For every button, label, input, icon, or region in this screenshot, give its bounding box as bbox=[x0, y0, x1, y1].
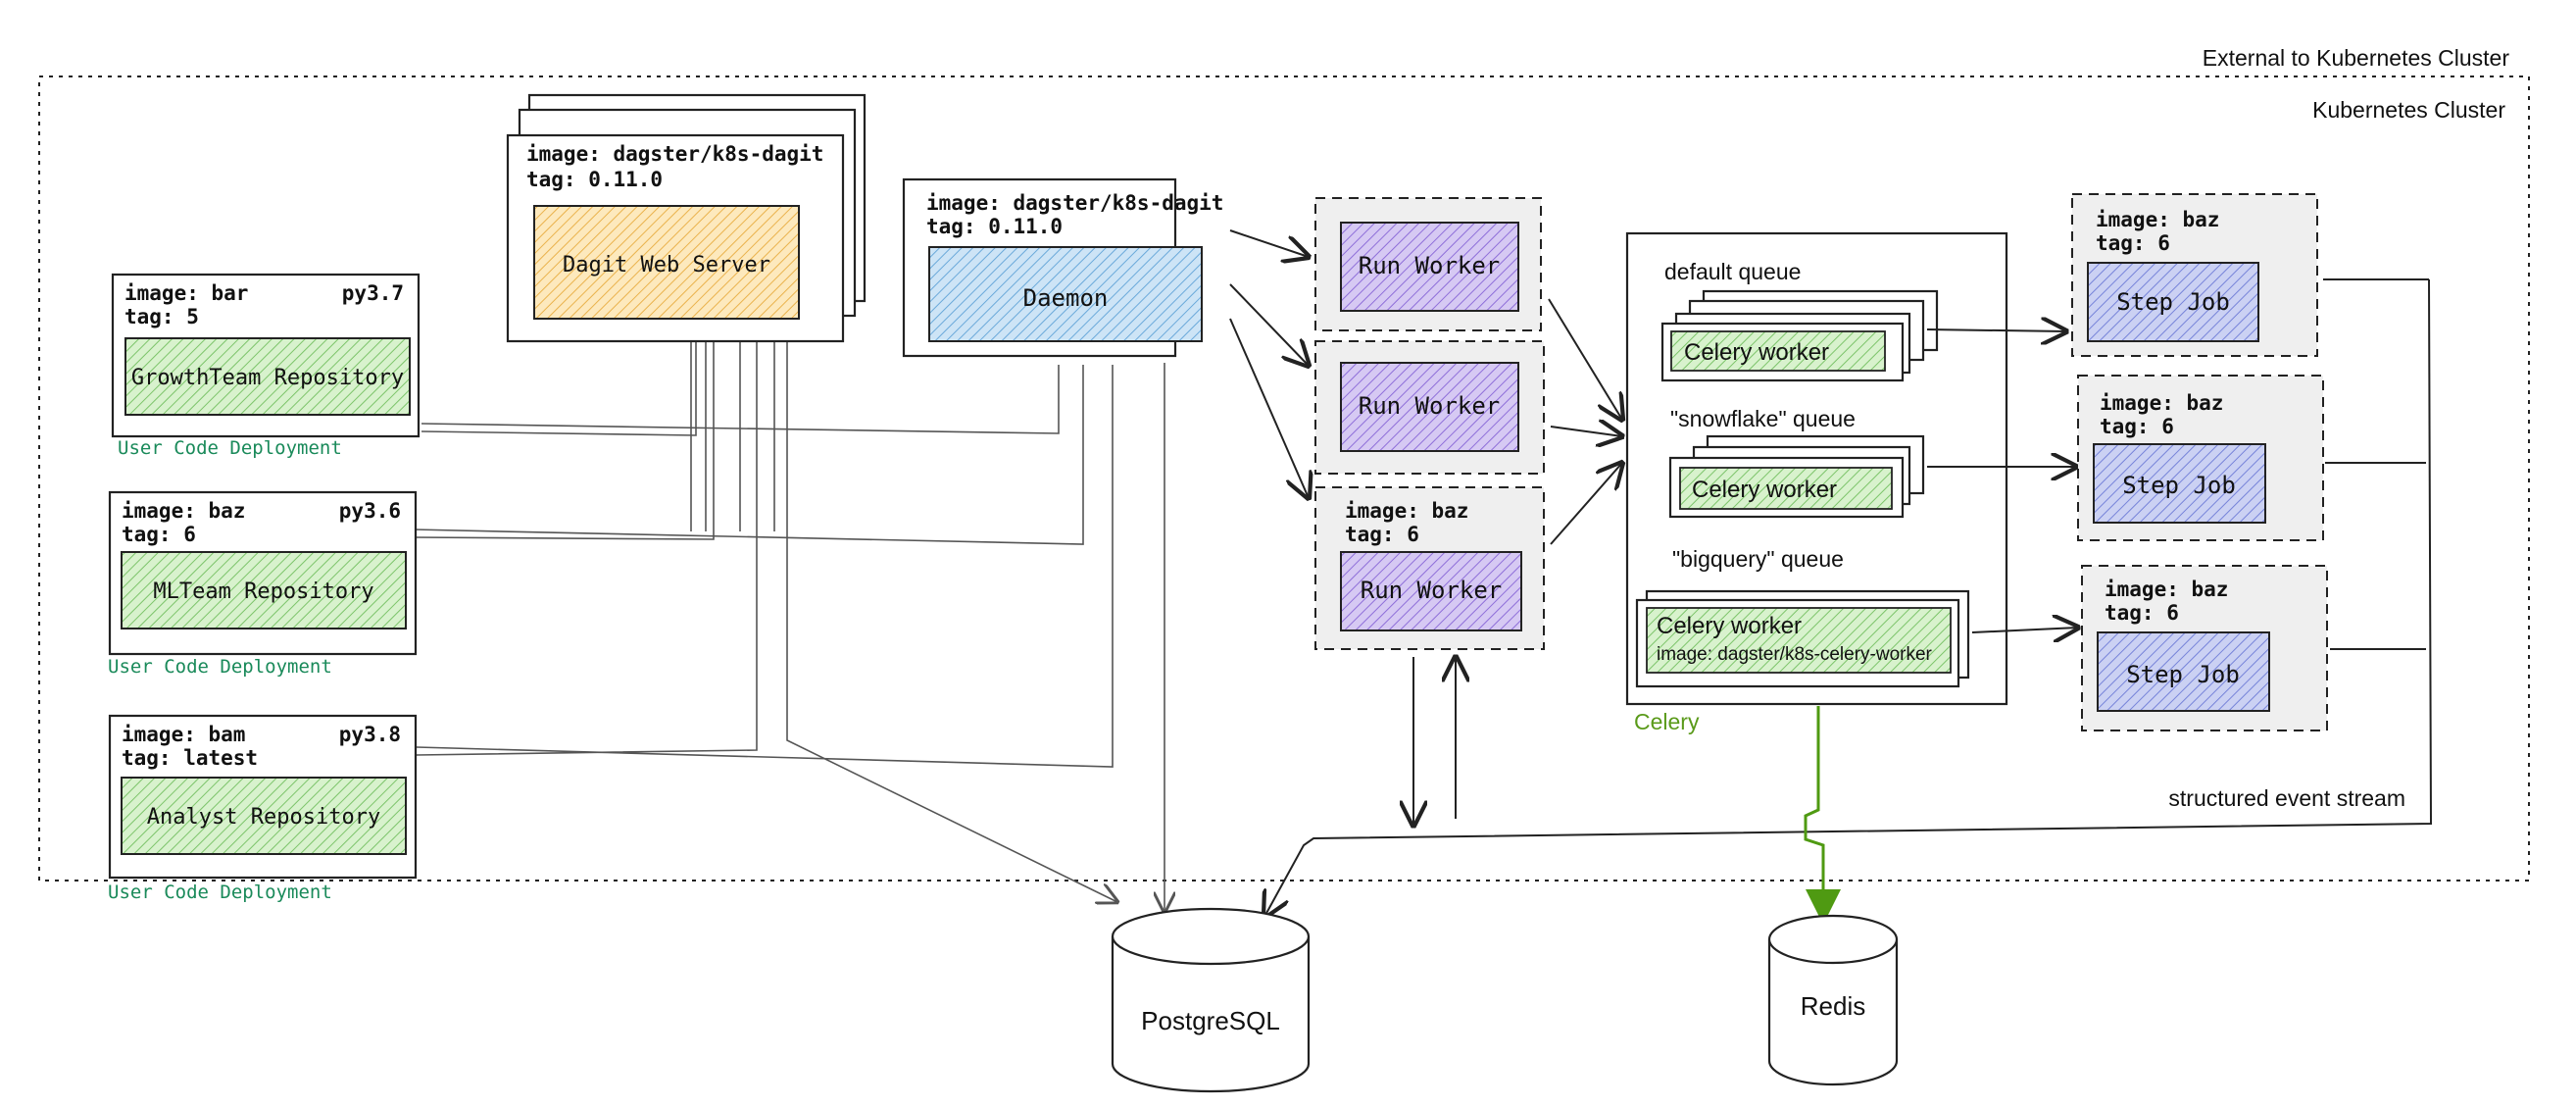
step-job-title: Step Job bbox=[2116, 288, 2230, 316]
bigquery-queue-label: "bigquery" queue bbox=[1672, 546, 1844, 572]
postgresql-label: PostgreSQL bbox=[1141, 1006, 1280, 1035]
celery-to-redis-arrow bbox=[1804, 706, 1841, 925]
step-job-tag-label: tag: 6 bbox=[2100, 415, 2174, 438]
repo-image-label: image: bar bbox=[124, 281, 248, 305]
step-job-image-label: image: baz bbox=[2096, 208, 2219, 231]
celery-worker-label: Celery worker bbox=[1692, 477, 1837, 503]
repo-tag-label: tag: 6 bbox=[122, 523, 196, 546]
dagit-web-server-title: Dagit Web Server bbox=[563, 253, 770, 277]
celery-label: Celery bbox=[1634, 709, 1700, 734]
repo-analyst: image: bam py3.8 tag: latest Analyst Rep… bbox=[108, 714, 418, 903]
daemon-tag-label: tag: 0.11.0 bbox=[926, 215, 1063, 238]
user-code-deployment-label: User Code Deployment bbox=[108, 656, 332, 678]
run-worker-1: Run Worker bbox=[1314, 197, 1542, 331]
repo-title: Analyst Repository bbox=[147, 805, 380, 830]
celery-cluster: Celery default queue Celery worker "snow… bbox=[1625, 231, 2008, 734]
step-job-tag-label: tag: 6 bbox=[2105, 601, 2179, 625]
run-worker-title: Run Worker bbox=[1361, 577, 1503, 604]
repo-python-version: py3.6 bbox=[339, 499, 401, 523]
step-job-image-label: image: baz bbox=[2100, 391, 2223, 415]
postgresql-database: PostgreSQL bbox=[1111, 907, 1311, 1093]
repo-image-label: image: baz bbox=[122, 499, 245, 523]
step-job-title: Step Job bbox=[2126, 661, 2240, 688]
user-code-deployment-label: User Code Deployment bbox=[118, 437, 342, 459]
repo-title: MLTeam Repository bbox=[153, 579, 373, 604]
redis-database: Redis bbox=[1767, 914, 1899, 1086]
step-job-1: image: baz tag: 6 Step Job bbox=[2071, 193, 2318, 357]
celery-worker-image-label: image: dagster/k8s-celery-worker bbox=[1657, 644, 1933, 665]
step-job-tag-label: tag: 6 bbox=[2096, 231, 2170, 255]
repo-python-version: py3.7 bbox=[342, 281, 404, 305]
run-worker-to-celery-arrows bbox=[1548, 298, 1622, 545]
repo-tag-label: tag: 5 bbox=[124, 305, 199, 328]
dagit-web-server-deployment: image: dagster/k8s-dagit tag: 0.11.0 Dag… bbox=[506, 93, 867, 343]
daemon-deployment: image: dagster/k8s-dagit tag: 0.11.0 Dae… bbox=[902, 177, 1223, 358]
celery-worker-label: Celery worker bbox=[1684, 339, 1829, 366]
daemon-title: Daemon bbox=[1023, 284, 1109, 312]
redis-label: Redis bbox=[1801, 991, 1865, 1021]
celery-worker-label: Celery worker bbox=[1657, 613, 1802, 639]
celery-to-step-job-arrows bbox=[1926, 329, 2078, 632]
step-job-image-label: image: baz bbox=[2105, 578, 2228, 601]
repo-image-label: image: bam bbox=[122, 723, 245, 746]
structured-event-stream: structured event stream bbox=[1264, 278, 2433, 917]
repo-connection-wires bbox=[413, 338, 1164, 912]
run-worker-db-arrows bbox=[1413, 657, 1456, 826]
repo-python-version: py3.8 bbox=[339, 723, 401, 746]
repo-title: GrowthTeam Repository bbox=[131, 366, 404, 390]
step-job-title: Step Job bbox=[2122, 472, 2236, 499]
run-worker-image-label: image: baz bbox=[1345, 499, 1468, 523]
dagit-image-label: image: dagster/k8s-dagit bbox=[526, 142, 823, 166]
step-job-3: image: baz tag: 6 Step Job bbox=[2081, 565, 2328, 731]
kubernetes-cluster-label: Kubernetes Cluster bbox=[2312, 97, 2505, 123]
run-worker-title: Run Worker bbox=[1359, 392, 1501, 420]
daemon-image-label: image: dagster/k8s-dagit bbox=[926, 191, 1223, 215]
run-worker-tag-label: tag: 6 bbox=[1345, 523, 1419, 546]
repo-mlteam: image: baz py3.6 tag: 6 MLTeam Repositor… bbox=[108, 490, 418, 678]
run-worker-2: Run Worker bbox=[1314, 340, 1545, 475]
external-cluster-label: External to Kubernetes Cluster bbox=[2203, 45, 2510, 71]
repo-tag-label: tag: latest bbox=[122, 746, 258, 770]
snowflake-queue-label: "snowflake" queue bbox=[1670, 406, 1856, 431]
user-code-deployment-label: User Code Deployment bbox=[108, 881, 332, 903]
daemon-to-run-worker-arrows bbox=[1229, 229, 1309, 498]
structured-event-stream-label: structured event stream bbox=[2168, 785, 2405, 811]
repo-growthteam: image: bar py3.7 tag: 5 GrowthTeam Repos… bbox=[111, 273, 421, 459]
run-worker-3: image: baz tag: 6 Run Worker bbox=[1314, 486, 1545, 650]
dagit-tag-label: tag: 0.11.0 bbox=[526, 168, 663, 191]
step-job-2: image: baz tag: 6 Step Job bbox=[2077, 375, 2324, 541]
default-queue-label: default queue bbox=[1664, 259, 1801, 284]
run-worker-title: Run Worker bbox=[1359, 252, 1501, 279]
